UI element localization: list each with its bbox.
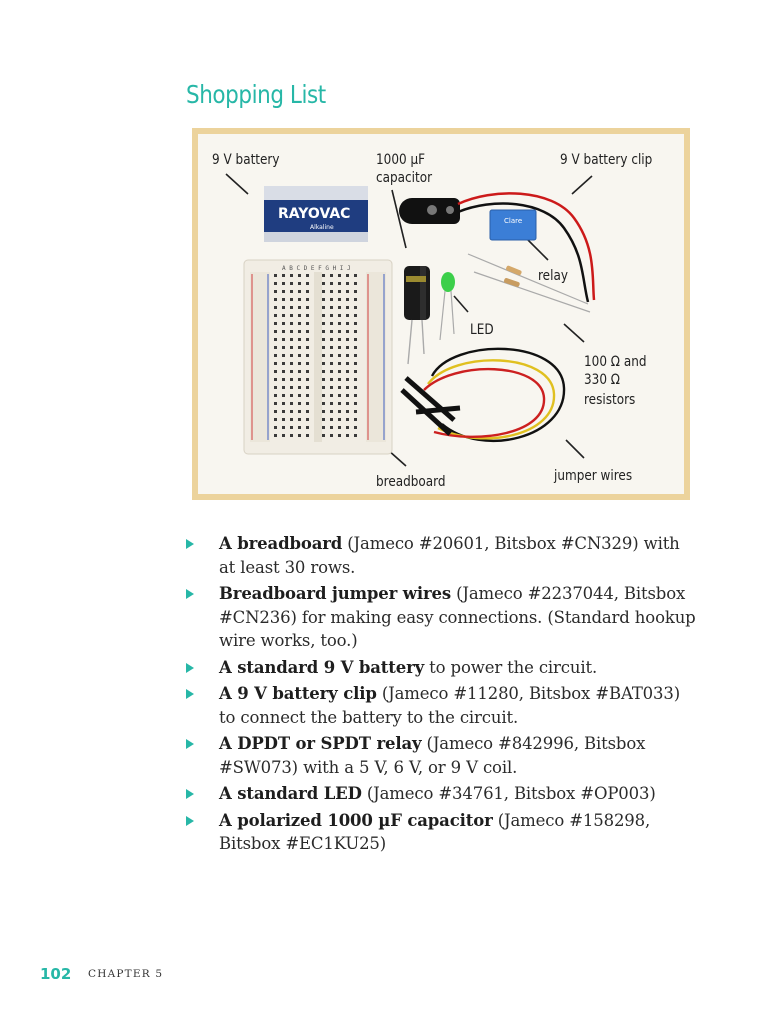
bullet-icon	[186, 539, 194, 549]
label-breadboard: breadboard	[376, 474, 446, 490]
item-name: Breadboard jumper wires	[219, 584, 451, 603]
item-detail: (Jameco #2237044, Bitsbox #CN236) for ma…	[219, 584, 696, 650]
components-photo: RAYOVAC Alkaline Clare	[192, 128, 690, 500]
bullet-icon	[186, 689, 194, 699]
item-name: A breadboard	[219, 534, 343, 553]
label-battery: 9 V battery	[212, 152, 280, 168]
label-capacitor: capacitor	[376, 170, 433, 186]
jumper-wires	[400, 347, 566, 443]
relay: Clare	[489, 209, 537, 241]
list-item: A standard LED (Jameco #34761, Bitsbox #…	[186, 782, 696, 806]
breadboard: A B C D E F G H I J	[243, 259, 393, 455]
bullet-icon	[186, 589, 194, 599]
led	[439, 272, 455, 341]
resistors	[467, 253, 591, 313]
list-item: Breadboard jumper wires (Jameco #2237044…	[186, 582, 696, 653]
bullet-icon	[186, 815, 194, 826]
item-detail: (Jameco #20601, Bitsbox #CN329) with at …	[219, 534, 680, 577]
bullet-icon	[186, 739, 194, 749]
capacitor	[404, 266, 430, 365]
bullet-icon	[186, 789, 194, 799]
item-detail: (Jameco #158298, Bitsbox #EC1KU25)	[219, 810, 651, 854]
battery-9v: RAYOVAC Alkaline	[264, 186, 368, 242]
page-number: 102	[40, 965, 72, 983]
list-item: A polarized 1000 µF capacitor (Jameco #1…	[186, 809, 696, 856]
label-resistors: resistors	[584, 392, 636, 408]
shopping-list: A breadboard (Jameco #20601, Bitsbox #CN…	[186, 532, 696, 859]
breadboard-columns: A B C D E F G H I J	[282, 265, 351, 272]
list-item: A 9 V battery clip (Jameco #11280, Bitsb…	[186, 682, 696, 729]
label-jumper-wires: jumper wires	[554, 468, 633, 484]
item-detail: to power the circuit.	[424, 657, 598, 677]
photo-illustration: RAYOVAC Alkaline Clare	[192, 128, 690, 500]
label-led: LED	[470, 322, 494, 338]
label-relay: relay	[538, 268, 568, 284]
item-detail: (Jameco #11280, Bitsbox #BAT033) to conn…	[219, 684, 680, 727]
list-item: A standard 9 V battery to power the circ…	[186, 656, 696, 680]
label-resistors-value2: 330 Ω	[584, 372, 621, 388]
label-battery-clip: 9 V battery clip	[560, 152, 653, 168]
item-detail: (Jameco #34761, Bitsbox #OP003)	[361, 784, 656, 803]
battery-sub: Alkaline	[310, 224, 334, 231]
list-item: A breadboard (Jameco #20601, Bitsbox #CN…	[186, 532, 696, 579]
item-name: A standard 9 V battery	[219, 657, 425, 677]
chapter-label: CHAPTER 5	[88, 968, 164, 980]
item-name: A standard LED	[219, 784, 362, 803]
label-resistors-values: 100 Ω and	[584, 354, 647, 370]
list-item: A DPDT or SPDT relay (Jameco #842996, Bi…	[186, 732, 696, 779]
item-name: A polarized 1000 µF capacitor	[219, 810, 493, 830]
item-name: A 9 V battery clip	[219, 684, 377, 703]
item-detail: (Jameco #842996, Bitsbox #SW073) with a …	[219, 734, 646, 777]
bullet-icon	[186, 662, 194, 673]
label-capacitor-value: 1000 µF	[376, 152, 426, 168]
pointer-lines	[225, 173, 593, 467]
battery-clip	[399, 192, 596, 303]
section-heading: Shopping List	[186, 80, 326, 109]
battery-brand: RAYOVAC	[278, 206, 350, 222]
relay-brand: Clare	[504, 217, 522, 225]
item-name: A DPDT or SPDT relay	[219, 734, 422, 753]
